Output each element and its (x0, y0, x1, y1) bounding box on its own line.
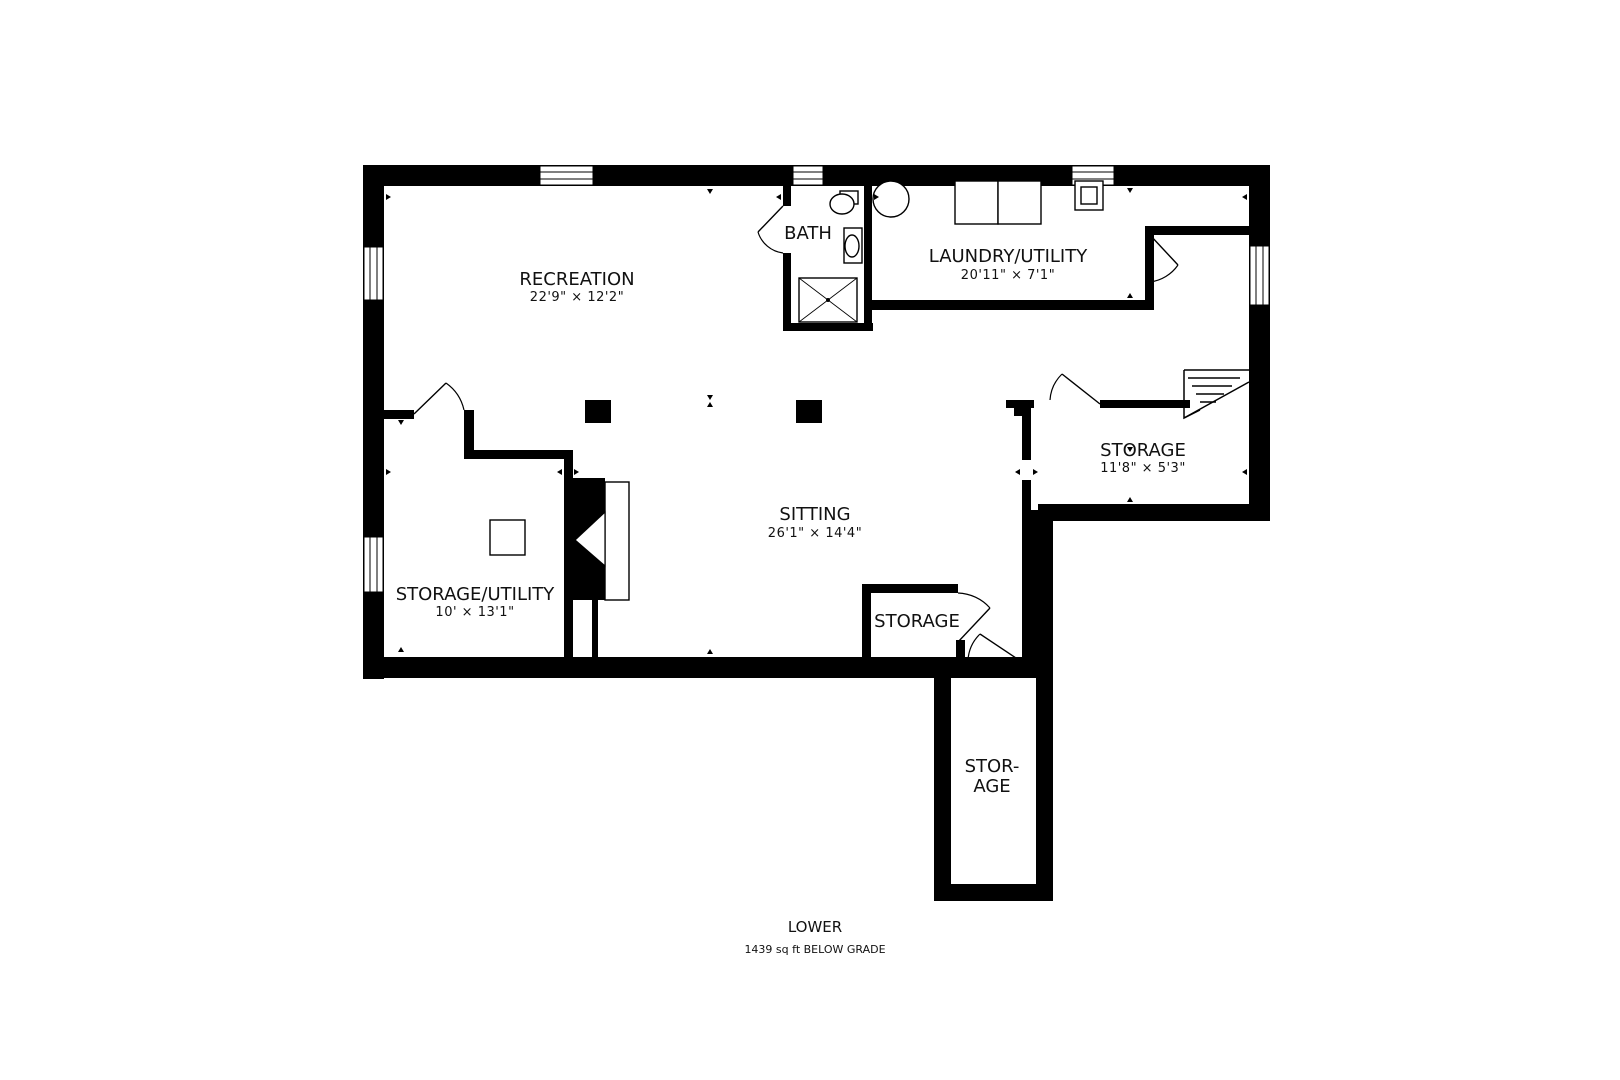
window-left-upper (363, 246, 384, 301)
toilet-icon (829, 193, 855, 215)
interior-walls (384, 186, 1250, 660)
window-top-left (539, 165, 594, 186)
room-name-storage-tall-2: AGE (973, 776, 1010, 797)
room-name-recreation: RECREATION (519, 269, 634, 290)
doors (413, 205, 1179, 663)
furnace-icon (489, 519, 526, 556)
column-left (585, 400, 611, 423)
room-name-bath: BATH (784, 223, 832, 244)
laundry-fixtures (872, 180, 1104, 225)
room-name-storage-small: STORAGE (874, 611, 960, 632)
sink-icon (844, 234, 860, 258)
washer-icon (954, 180, 999, 225)
room-dims-storage-utility: 10' × 13'1" (435, 605, 514, 620)
room-name-sitting: SITTING (779, 504, 850, 525)
level-name: LOWER (788, 918, 842, 936)
dryer-icon (997, 180, 1042, 225)
level-area: 1439 sq ft BELOW GRADE (744, 943, 885, 956)
stairs (1183, 369, 1250, 420)
room-dims-recreation: 22'9" × 12'2" (530, 290, 624, 305)
water-heater-icon (872, 180, 910, 218)
window-right (1249, 245, 1270, 306)
room-name-storage-utility: STORAGE/UTILITY (396, 584, 556, 605)
room-dims-sitting: 26'1" × 14'4" (768, 526, 862, 541)
dimension-ticks (386, 188, 1247, 654)
room-name-storage-tall-1: STOR- (965, 756, 1020, 777)
bath-fixtures (798, 190, 863, 323)
room-name-storage-right: STORAGE (1100, 440, 1186, 461)
column-right (796, 400, 822, 423)
room-dims-storage-right: 11'8" × 5'3" (1100, 461, 1186, 476)
room-dims-laundry: 20'11" × 7'1" (961, 268, 1055, 283)
windows (363, 165, 1270, 593)
room-name-laundry: LAUNDRY/UTILITY (929, 246, 1088, 267)
window-top-bath (792, 165, 824, 186)
window-left-lower (363, 536, 384, 593)
